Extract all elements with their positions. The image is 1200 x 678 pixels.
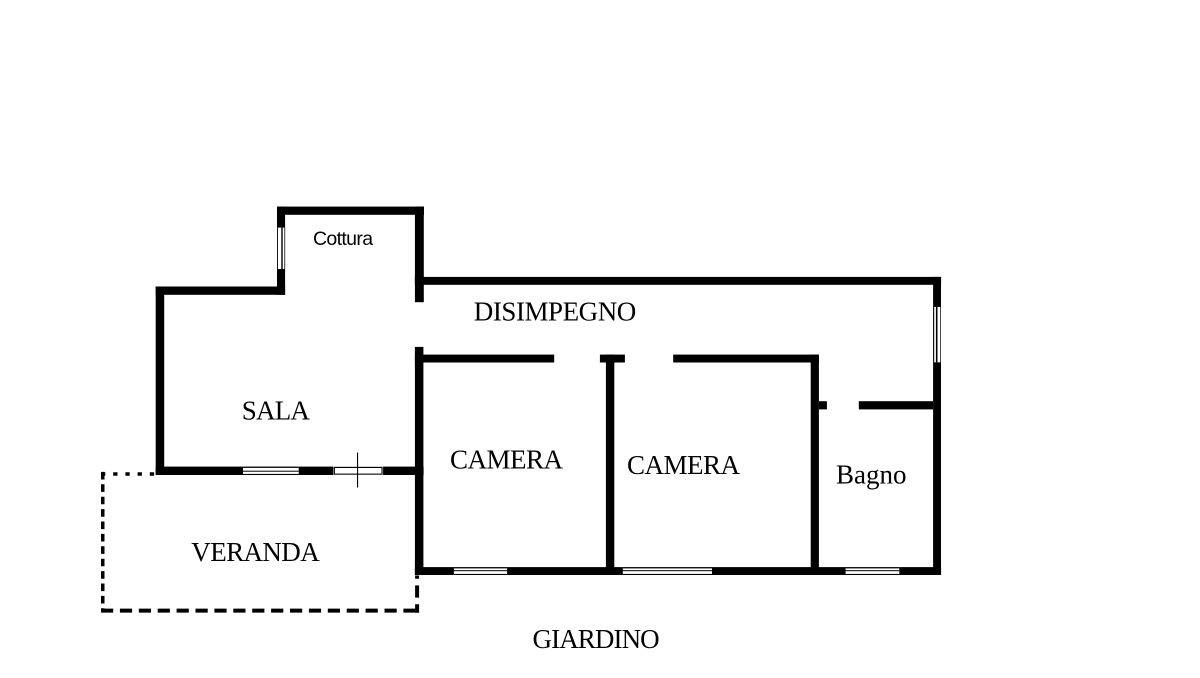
svg-text:Bagno: Bagno bbox=[836, 460, 907, 490]
svg-text:DISIMPEGNO: DISIMPEGNO bbox=[474, 297, 636, 327]
svg-text:SALA: SALA bbox=[242, 395, 311, 425]
svg-text:VERANDA: VERANDA bbox=[191, 537, 320, 567]
svg-text:Cottura: Cottura bbox=[313, 228, 373, 250]
svg-text:CAMERA: CAMERA bbox=[627, 450, 741, 480]
svg-text:GIARDINO: GIARDINO bbox=[533, 624, 660, 654]
svg-text:CAMERA: CAMERA bbox=[450, 445, 564, 475]
